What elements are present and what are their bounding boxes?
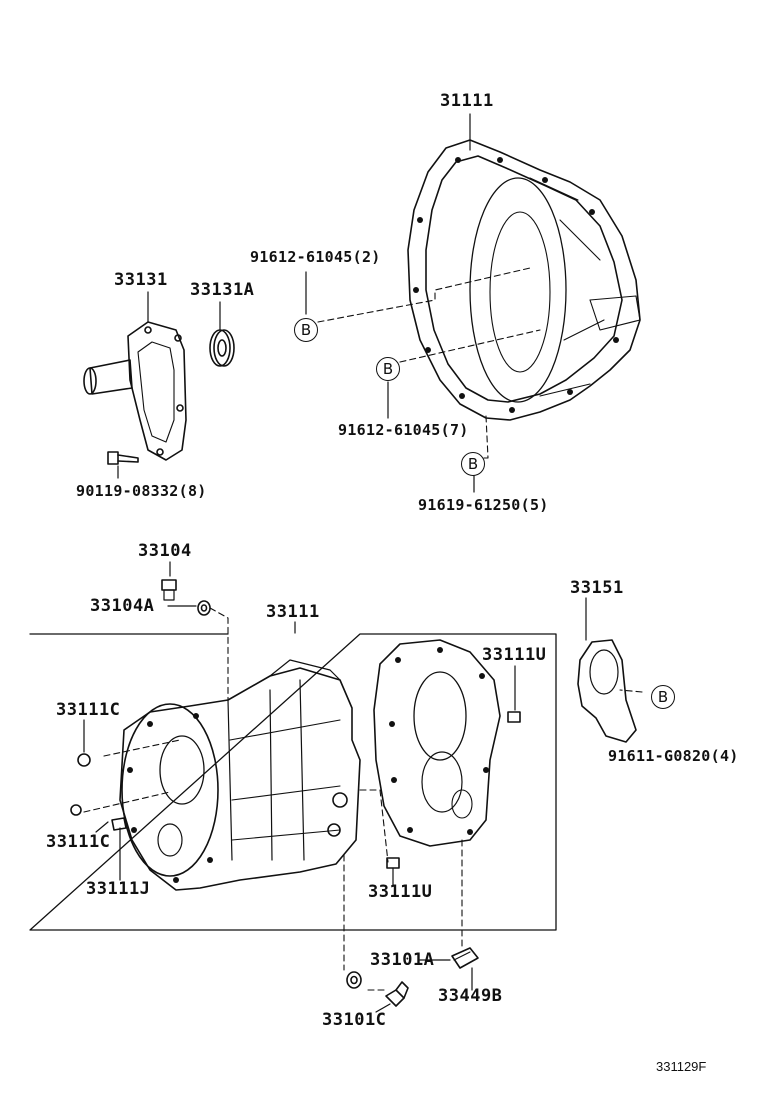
label-33111u-bottom: 33111U	[368, 882, 433, 902]
label-33151: 33151	[570, 578, 624, 598]
breather-drawing	[451, 947, 479, 969]
label-33131: 33131	[114, 270, 168, 290]
label-33131a: 33131A	[190, 280, 255, 300]
transmission-case-drawing	[119, 659, 361, 891]
label-33101a: 33101A	[370, 950, 435, 970]
plug-c-1-drawing	[77, 753, 91, 767]
phantom-lines	[83, 267, 643, 991]
label-91619-61250-5: 91619-61250(5)	[418, 496, 549, 514]
pin-j-drawing	[111, 817, 127, 831]
label-33111u-top: 33111U	[482, 645, 547, 665]
retainer-bolt-drawing	[107, 451, 139, 465]
plug-c-2-drawing	[70, 804, 82, 816]
clutch-housing-drawing	[407, 139, 641, 421]
label-91612-61045-2: 91612-61045(2)	[250, 248, 381, 266]
drain-plug-drawing	[385, 981, 409, 1007]
callout-b-4: B	[651, 685, 675, 709]
label-91612-61045-7: 91612-61045(7)	[338, 421, 469, 439]
leader-lines	[83, 113, 587, 1013]
label-33101c: 33101C	[322, 1010, 387, 1030]
pin-u-top-drawing	[507, 711, 521, 723]
label-90119-08332-8: 90119-08332(8)	[76, 482, 207, 500]
label-91611-g0820-4: 91611-G0820(4)	[608, 747, 739, 765]
pin-u-bottom-drawing	[386, 857, 400, 869]
case-assembly-frame	[29, 633, 557, 931]
callout-b-1: B	[294, 318, 318, 342]
label-31111: 31111	[440, 91, 494, 111]
label-33111c-upper: 33111C	[56, 700, 121, 720]
oil-seal-drawing	[209, 329, 235, 367]
label-33111j: 33111J	[86, 879, 151, 899]
plug-gasket-drawing	[197, 600, 211, 616]
bearing-retainer-drawing	[83, 321, 187, 461]
intermediate-plate-drawing	[373, 639, 501, 847]
drain-gasket-drawing	[346, 971, 362, 989]
extension-housing-drawing	[577, 639, 637, 743]
label-33104: 33104	[138, 541, 192, 561]
callout-b-3: B	[461, 452, 485, 476]
label-33111c-lower: 33111C	[46, 832, 111, 852]
callout-b-2: B	[376, 357, 400, 381]
label-33111: 33111	[266, 602, 320, 622]
label-33449b: 33449B	[438, 986, 503, 1006]
label-33104a: 33104A	[90, 596, 155, 616]
drawing-code: 331129F	[656, 1059, 707, 1074]
plug-drawing	[161, 579, 177, 601]
